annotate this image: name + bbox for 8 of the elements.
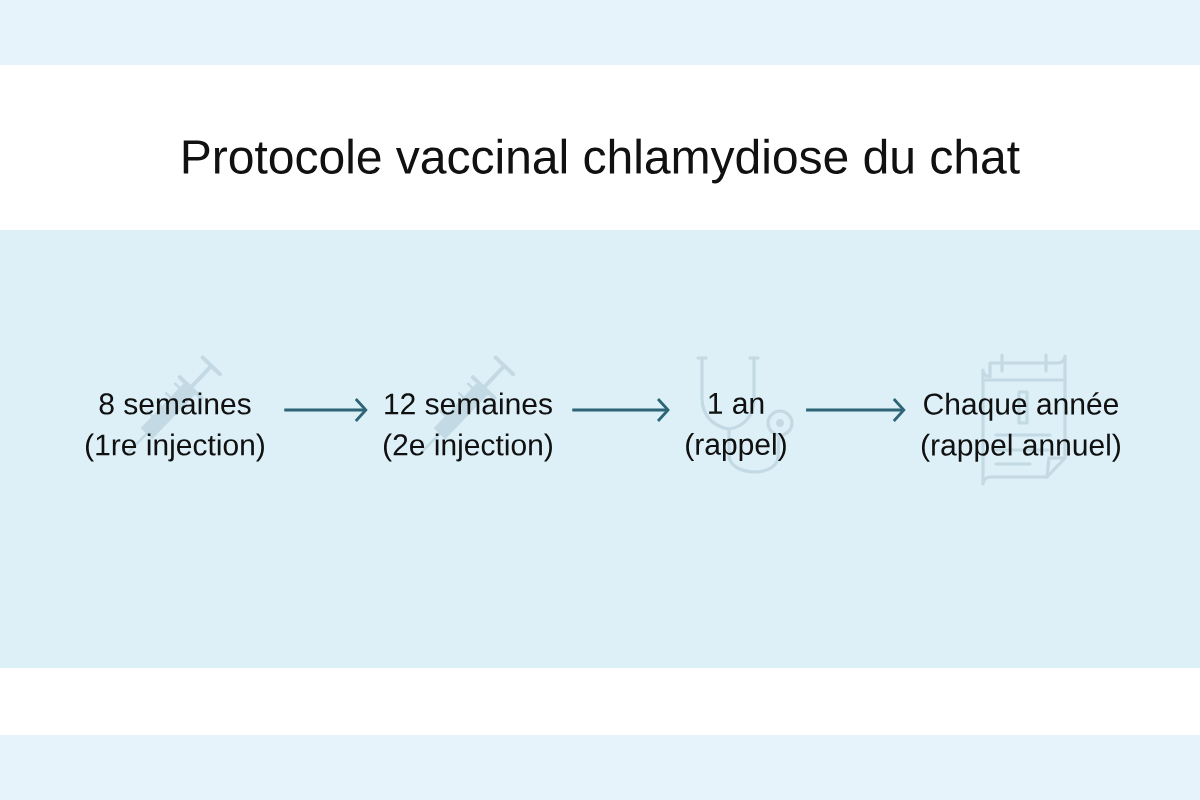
title: Protocole vaccinal chlamydiose du chat	[183, 138, 1020, 184]
step-label: 12 semaines (2e injection)	[384, 392, 552, 462]
step-label: 8 semaines (1re injection)	[86, 392, 264, 462]
arrow	[806, 398, 906, 422]
step-label: 1 an (rappel)	[686, 393, 786, 461]
arrow	[284, 398, 368, 422]
step-label: Chaque année (rappel annuel)	[921, 392, 1120, 462]
arrow	[572, 398, 670, 422]
